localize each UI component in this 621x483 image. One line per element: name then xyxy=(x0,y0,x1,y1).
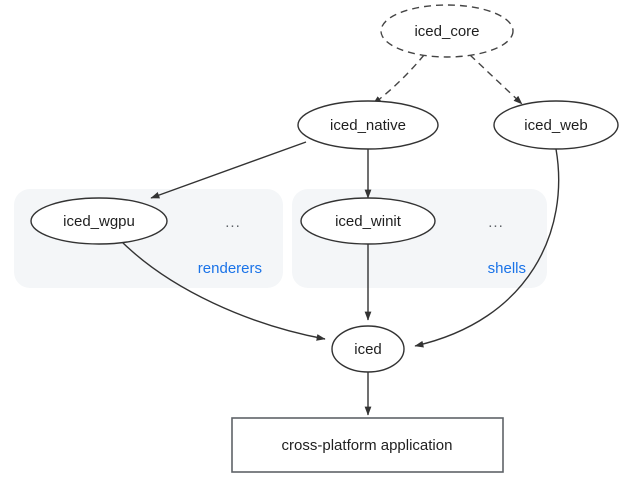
edge-iced_core-to-iced_native xyxy=(372,54,425,105)
node-iced_web-label: iced_web xyxy=(524,117,587,134)
node-iced_core-label: iced_core xyxy=(414,23,479,40)
node-application-label: cross-platform application xyxy=(282,437,453,454)
node-iced_winit[interactable]: iced_winit xyxy=(300,197,436,245)
node-iced[interactable]: iced xyxy=(331,325,405,373)
node-iced_wgpu-shape xyxy=(30,197,168,245)
edge-iced_core-to-iced_web xyxy=(469,54,523,105)
node-iced_core-shape xyxy=(380,4,514,58)
node-application[interactable]: cross-platform application xyxy=(231,417,504,473)
node-iced_web[interactable]: iced_web xyxy=(493,100,619,150)
edge-iced_native-to-iced_wgpu xyxy=(150,141,307,199)
cluster-label-renderers: renderers xyxy=(198,260,262,277)
cluster-label-shells: shells xyxy=(488,260,526,277)
edge-iced_web-to-iced xyxy=(414,148,560,348)
node-iced-label: iced xyxy=(354,341,382,358)
node-iced_wgpu[interactable]: iced_wgpu xyxy=(30,197,168,245)
node-iced_wgpu-label: iced_wgpu xyxy=(63,213,135,230)
node-iced_native[interactable]: iced_native xyxy=(297,100,439,150)
node-iced_web-shape xyxy=(493,100,619,150)
edge-iced_wgpu-to-iced xyxy=(119,239,326,341)
node-application-shape xyxy=(231,417,504,473)
node-iced_winit-label: iced_winit xyxy=(335,213,402,230)
node-iced_native-shape xyxy=(297,100,439,150)
node-iced_native-label: iced_native xyxy=(330,117,406,134)
shells-ellipsis: ... xyxy=(488,214,504,231)
renderers-ellipsis: ... xyxy=(225,214,241,231)
node-iced_core[interactable]: iced_core xyxy=(380,4,514,58)
node-iced_winit-shape xyxy=(300,197,436,245)
node-iced-shape xyxy=(331,325,405,373)
